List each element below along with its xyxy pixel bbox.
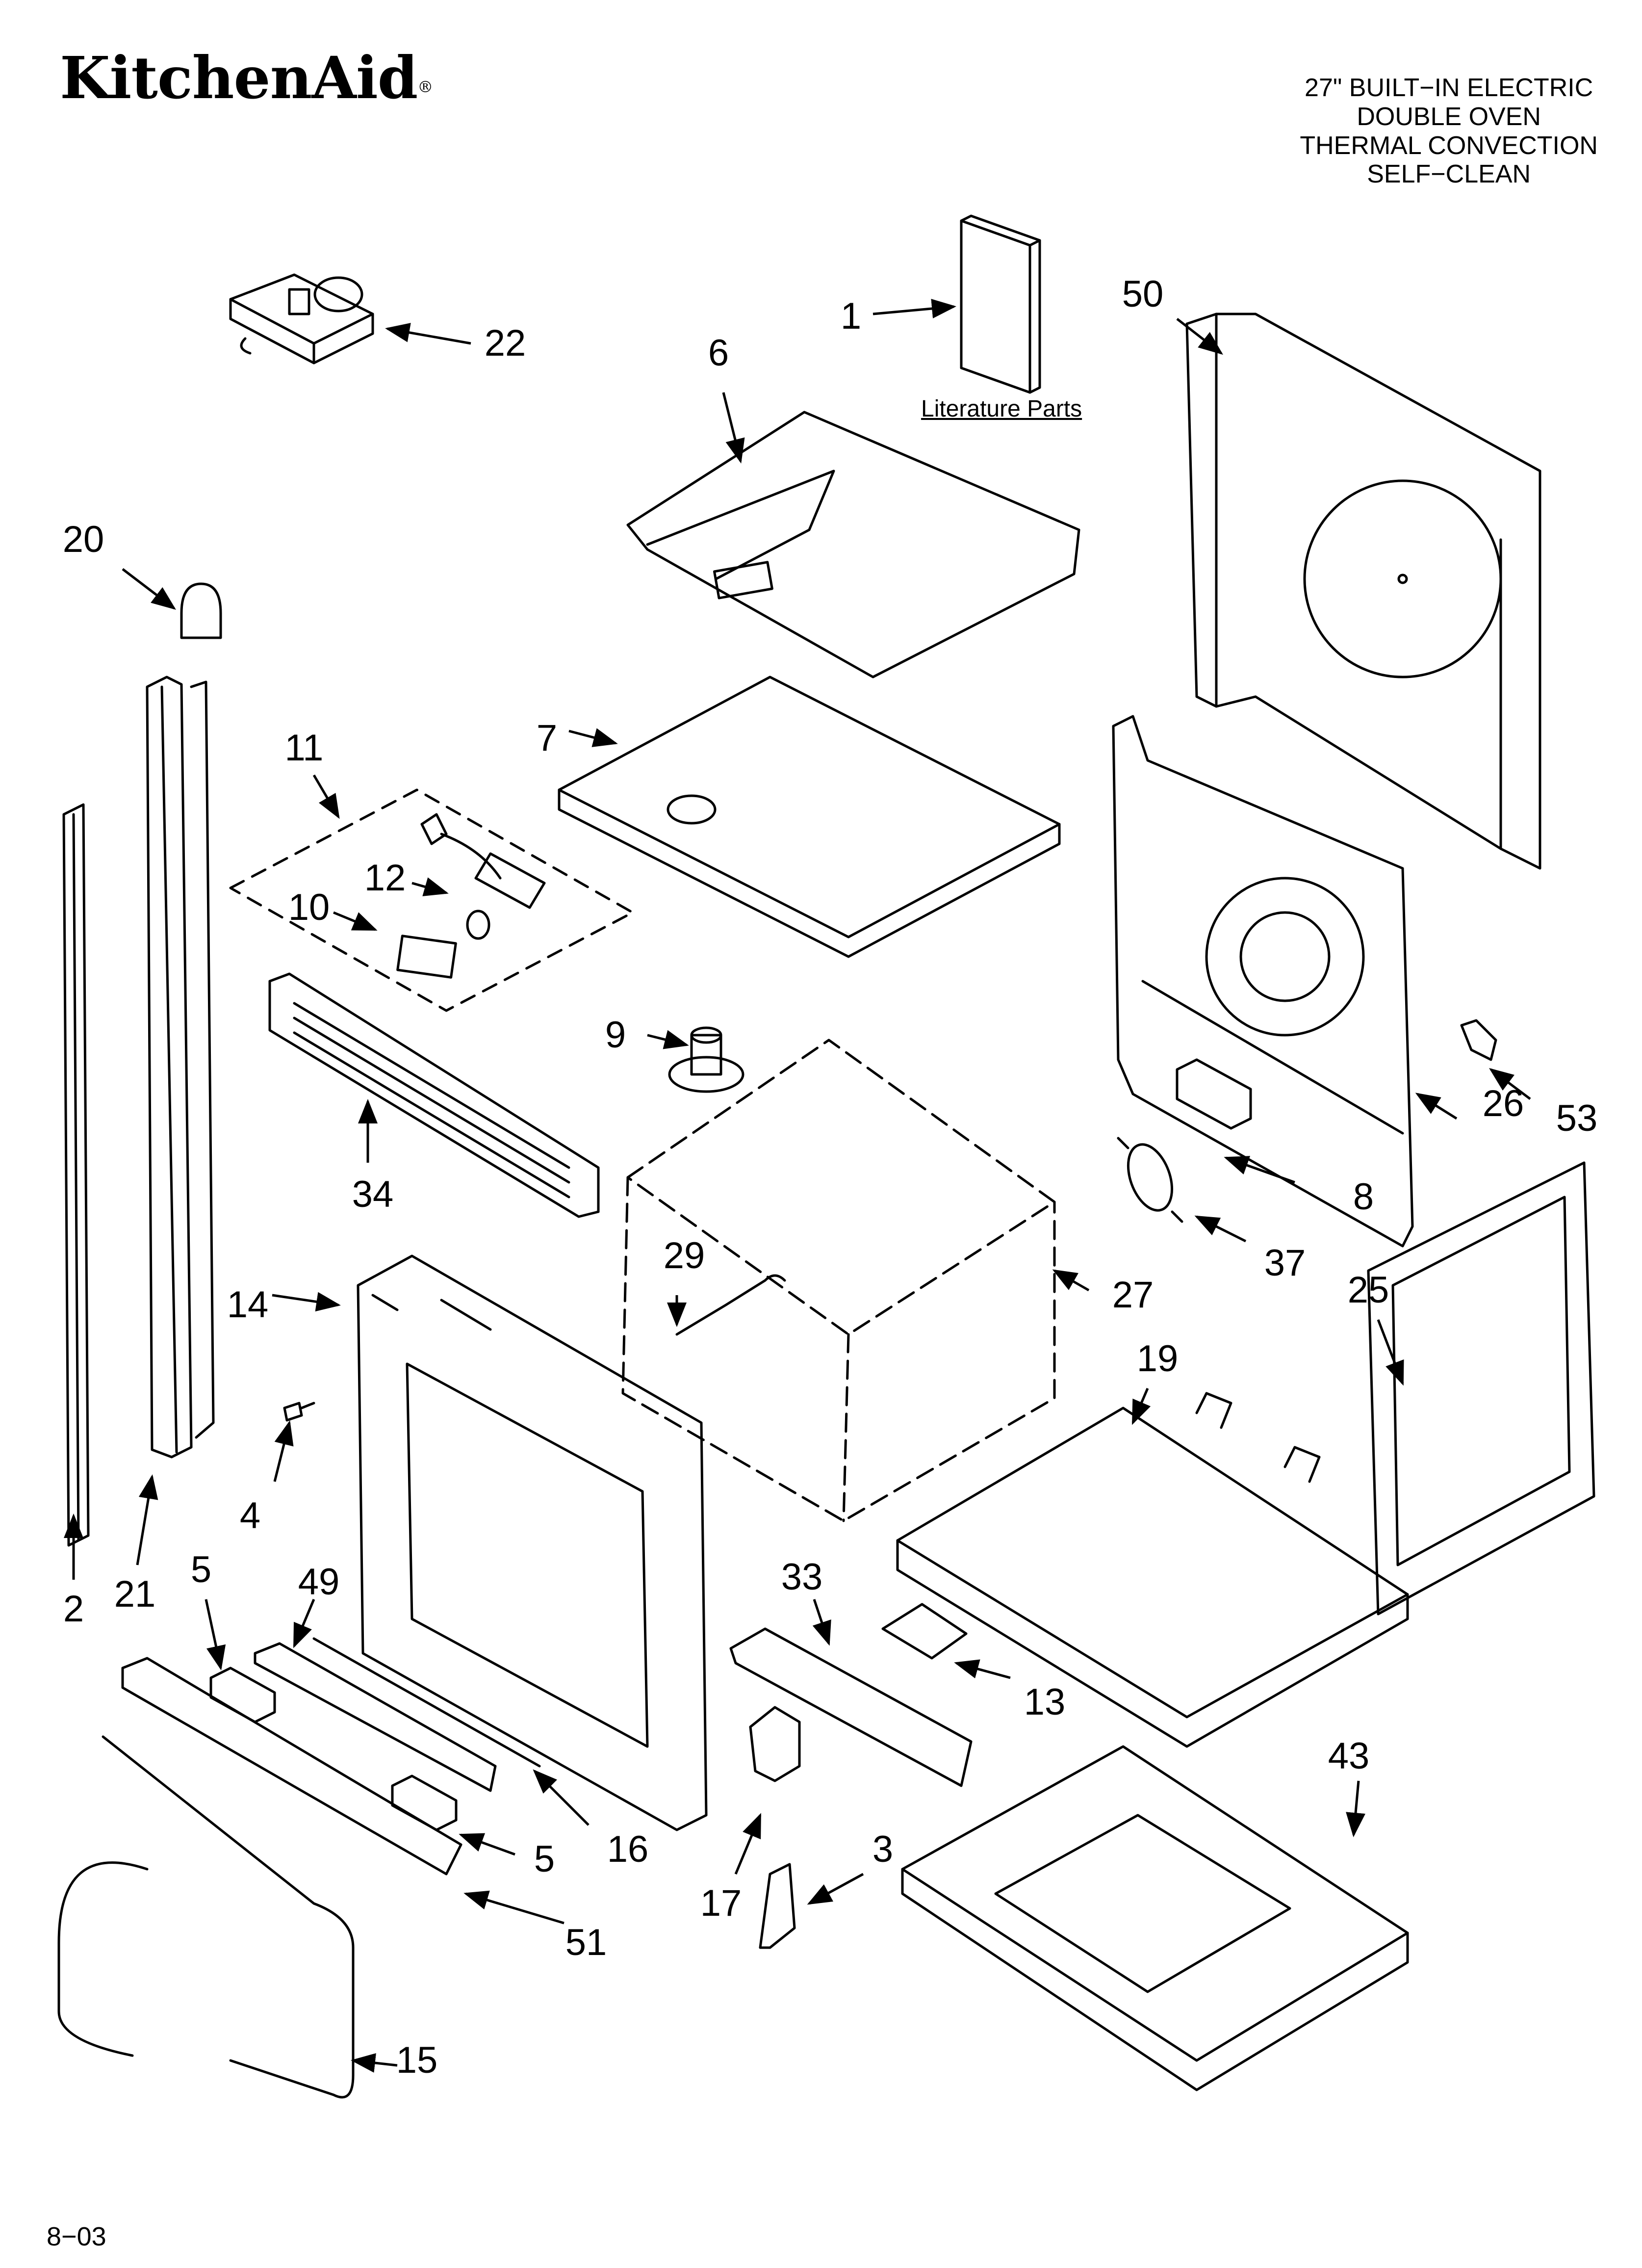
part-10-light-lens: [396, 935, 457, 979]
part-5-spacer-lower: [391, 1774, 458, 1831]
callout-5-lower: 5: [534, 1838, 555, 1880]
callout-4: 4: [239, 1495, 261, 1537]
callout-12: 12: [364, 857, 406, 899]
part-6-top-shield: [626, 411, 1080, 678]
part-43-bottom-pan: [901, 1745, 1409, 2091]
kitchenaid-logo: KitchenAid®: [60, 49, 433, 107]
part-3-bracket: [759, 1863, 796, 1949]
callout-49: 49: [298, 1561, 340, 1603]
part-29-sensor-probe: [675, 1274, 786, 1336]
part-37-thermal-limit: [1117, 1137, 1183, 1223]
title-line-2: DOUBLE OVEN: [1357, 102, 1541, 131]
part-1-literature-pack: [960, 214, 1041, 394]
part-17-bracket: [749, 1706, 801, 1782]
part-51-lower-trim: [121, 1657, 462, 1876]
callout-10: 10: [288, 886, 330, 928]
callout-43: 43: [1328, 1735, 1370, 1777]
part-53-clip: [1460, 1019, 1497, 1061]
callout-26: 26: [1482, 1083, 1524, 1124]
callout-15: 15: [396, 2039, 438, 2081]
callout-16: 16: [607, 1828, 649, 1870]
registered-mark: ®: [417, 78, 433, 96]
callout-21: 21: [114, 1573, 156, 1615]
leader-lines: [64, 299, 1531, 2073]
part-22-control-assembly: [229, 273, 374, 365]
callout-11: 11: [284, 727, 324, 769]
part-19-bottom-panel: [896, 1392, 1409, 1748]
callout-34: 34: [352, 1173, 394, 1215]
literature-parts-label: Literature Parts: [921, 396, 1082, 422]
part-12-light-socket: [420, 813, 546, 940]
part-50-back-panel: [1185, 313, 1541, 870]
part-27-oven-cavity: [621, 1039, 1056, 1522]
model-title: 27" BUILT−IN ELECTRIC DOUBLE OVEN THERMA…: [1300, 74, 1598, 189]
callout-14: 14: [227, 1284, 269, 1326]
callout-29: 29: [663, 1235, 705, 1277]
callout-19: 19: [1136, 1338, 1179, 1380]
callout-8: 8: [1353, 1176, 1374, 1218]
part-33-support-bar: [729, 1627, 973, 1787]
brand-wordmark: KitchenAid: [60, 44, 418, 112]
callout-50: 50: [1122, 273, 1164, 315]
callout-22: 22: [484, 322, 526, 364]
callout-20: 20: [62, 519, 104, 560]
part-21-side-channel: [146, 676, 215, 1459]
callout-9: 9: [605, 1014, 626, 1056]
callout-6: 6: [708, 332, 729, 374]
callout-13: 13: [1024, 1681, 1066, 1723]
part-26-rear-panel: [1112, 715, 1414, 1248]
title-line-1: 27" BUILT−IN ELECTRIC: [1305, 74, 1593, 102]
title-line-3: THERMAL CONVECTION: [1300, 131, 1598, 160]
callout-2: 2: [63, 1588, 84, 1630]
callout-33: 33: [781, 1556, 823, 1598]
part-34-vent-grille: [268, 972, 600, 1218]
part-8-insulation-block: [1176, 1058, 1252, 1130]
part-4-screw: [283, 1402, 315, 1422]
callout-5-upper: 5: [190, 1549, 212, 1590]
callout-7: 7: [536, 717, 558, 759]
part-25-inner-frame: [1367, 1161, 1595, 1616]
title-line-4: SELF−CLEAN: [1367, 160, 1531, 189]
part-15-door-gasket: [57, 1735, 355, 2099]
part-49-trim-strip: [254, 1642, 497, 1792]
callout-1: 1: [840, 295, 862, 337]
callout-53: 53: [1556, 1097, 1598, 1139]
part-2-side-trim: [62, 803, 90, 1547]
callout-3: 3: [872, 1828, 894, 1870]
callout-51: 51: [565, 1922, 607, 1963]
callout-37: 37: [1264, 1242, 1306, 1284]
callout-27: 27: [1112, 1274, 1154, 1316]
part-7-top-panel: [558, 676, 1061, 958]
part-9-fan-motor: [668, 1026, 744, 1093]
part-14-front-frame: [357, 1254, 708, 1831]
callout-25: 25: [1347, 1269, 1389, 1311]
part-13-bracket: [881, 1603, 968, 1660]
callout-17: 17: [700, 1882, 742, 1924]
footer-revision-code: 8−03: [47, 2222, 106, 2251]
part-20-end-cap: [180, 582, 222, 639]
part-16-gasket-strip: [312, 1637, 541, 1768]
